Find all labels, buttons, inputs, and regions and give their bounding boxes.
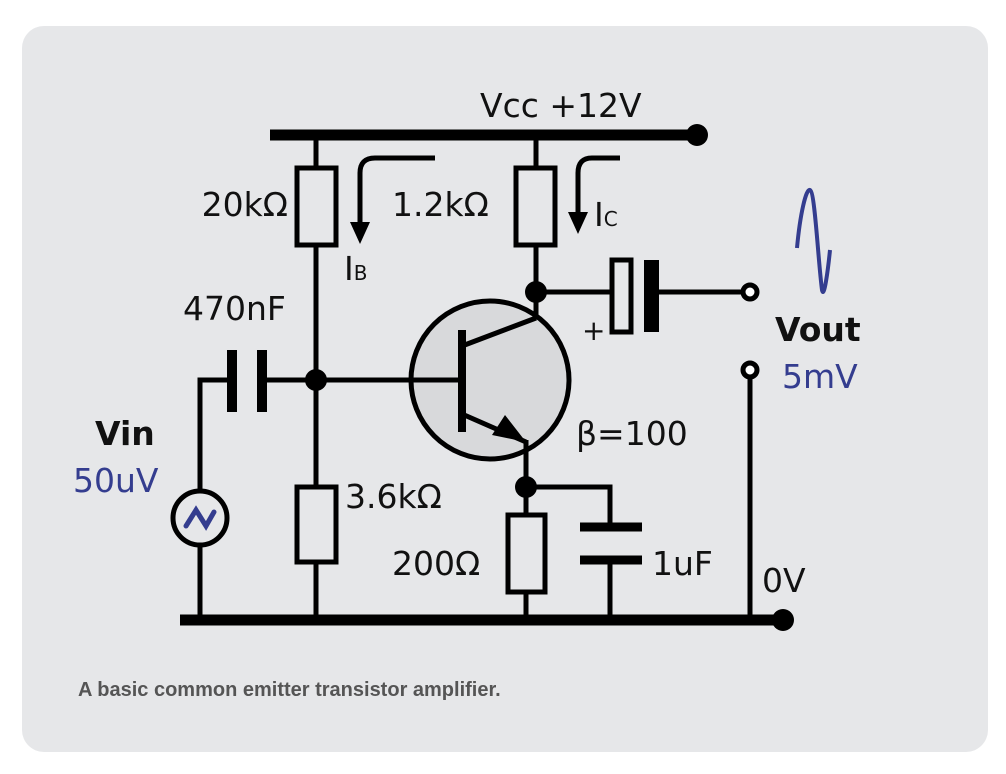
junction-emitter xyxy=(515,476,537,498)
vout-value: 5mV xyxy=(782,357,858,396)
emitter-arrow xyxy=(492,415,526,442)
vout-terminal-bottom xyxy=(740,360,760,380)
vout-label: Vout xyxy=(775,310,861,349)
resistor-3-6k xyxy=(294,484,339,565)
caption: A basic common emitter transistor amplif… xyxy=(78,679,501,701)
collector-current-label: IC xyxy=(594,195,618,234)
ground-label: 0V xyxy=(762,561,806,600)
base-current-label: IB xyxy=(344,249,367,288)
r-bias-bottom-label: 3.6kΩ xyxy=(345,477,442,516)
output-wave-icon xyxy=(795,187,832,294)
gain-label: β=100 xyxy=(576,414,688,453)
input-capacitor xyxy=(227,350,237,412)
c-input-label: 470nF xyxy=(183,289,286,328)
sine-icon xyxy=(183,505,217,531)
output-capacitor xyxy=(609,257,634,335)
junction-collector xyxy=(525,281,547,303)
base-current-arrow xyxy=(357,155,435,228)
c-emitter-label: 1uF xyxy=(652,544,713,583)
junction-base xyxy=(305,369,327,391)
r-collector-label: 1.2kΩ xyxy=(392,185,489,224)
vout-terminal-top xyxy=(740,282,760,302)
supply-label: Vcc +12V xyxy=(480,86,642,125)
r-emitter-label: 200Ω xyxy=(392,544,480,583)
resistor-1-2k xyxy=(513,165,558,248)
resistor-200 xyxy=(505,512,548,595)
polarity-label: + xyxy=(582,314,605,347)
r-bias-top-label: 20kΩ xyxy=(202,185,288,224)
vin-value: 50uV xyxy=(73,461,159,500)
resistor-20k xyxy=(294,165,339,248)
collector-current-arrow xyxy=(575,155,620,218)
vin-label: Vin xyxy=(95,414,155,453)
